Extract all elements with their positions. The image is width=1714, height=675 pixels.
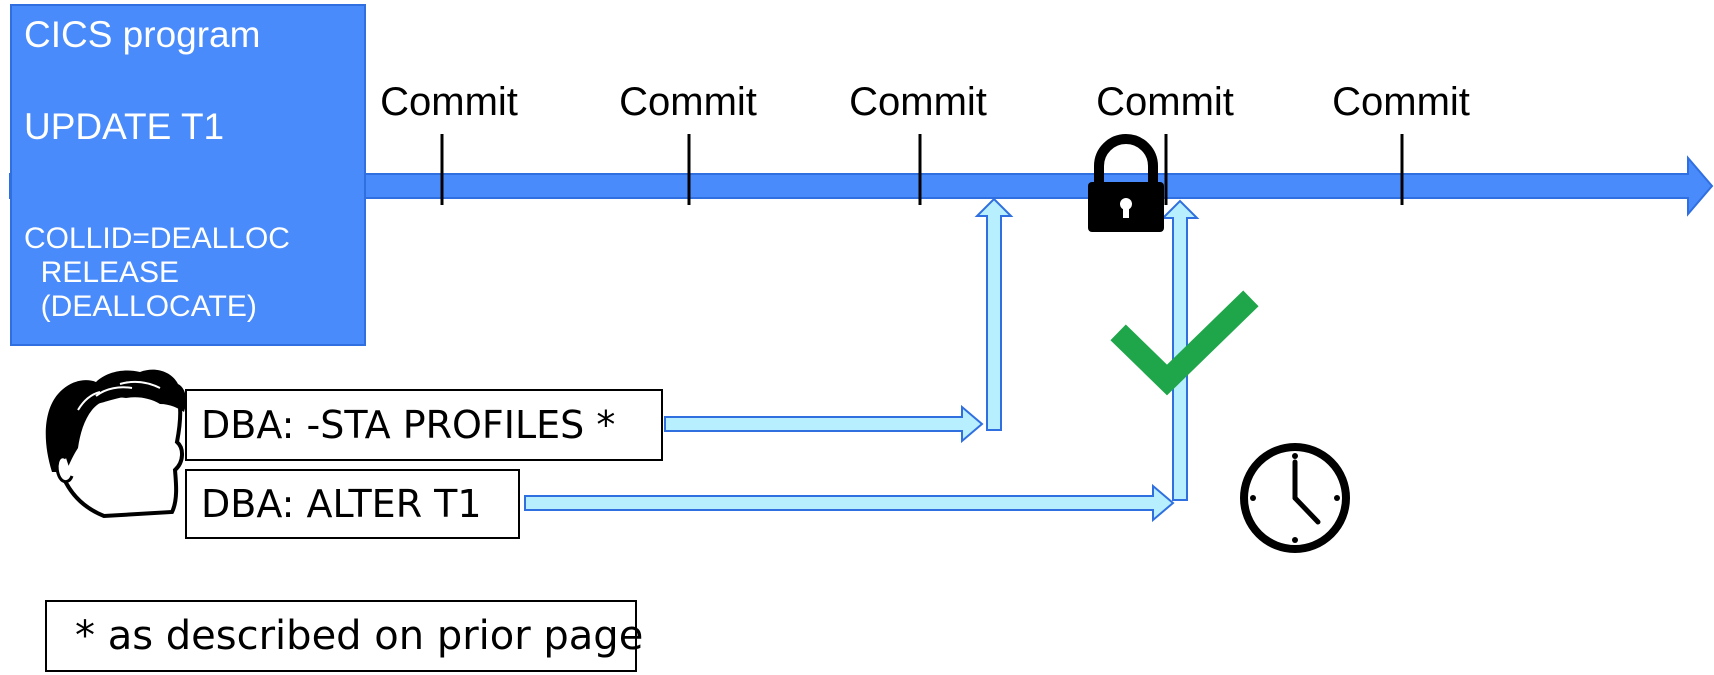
commit-label-3: Commit	[849, 80, 987, 124]
dba-alter-box: DBA: ALTER T1	[185, 469, 520, 539]
program-release-value-text: (DEALLOCATE)	[40, 290, 257, 323]
sta-profiles-horizontal-arrow	[664, 404, 984, 444]
alter-horizontal-arrow	[524, 483, 1175, 523]
program-name: CICS program	[24, 14, 261, 55]
program-release-value: (DEALLOCATE)	[24, 290, 257, 324]
sta-profiles-vertical-arrow	[974, 197, 1014, 431]
program-statement: UPDATE T1	[24, 106, 225, 147]
commit-label-4: Commit	[1096, 80, 1234, 124]
commit-label-2: Commit	[619, 80, 757, 124]
cics-program-box: CICS program UPDATE T1 COLLID=DEALLOC RE…	[10, 4, 366, 346]
program-collid: COLLID=DEALLOC	[24, 222, 290, 255]
commit-label-1: Commit	[380, 80, 518, 124]
program-release: RELEASE	[24, 256, 179, 290]
alter-vertical-arrow	[1160, 199, 1200, 501]
clock-icon	[1240, 443, 1350, 553]
dba-sta-profiles-box: DBA: -STA PROFILES *	[185, 389, 663, 461]
checkmark-icon	[1110, 290, 1259, 396]
footnote-box: * as described on prior page	[45, 600, 643, 672]
lock-icon	[1088, 134, 1164, 232]
commit-label-5: Commit	[1332, 80, 1470, 124]
program-release-label: RELEASE	[40, 256, 180, 289]
person-head-icon	[45, 369, 186, 519]
